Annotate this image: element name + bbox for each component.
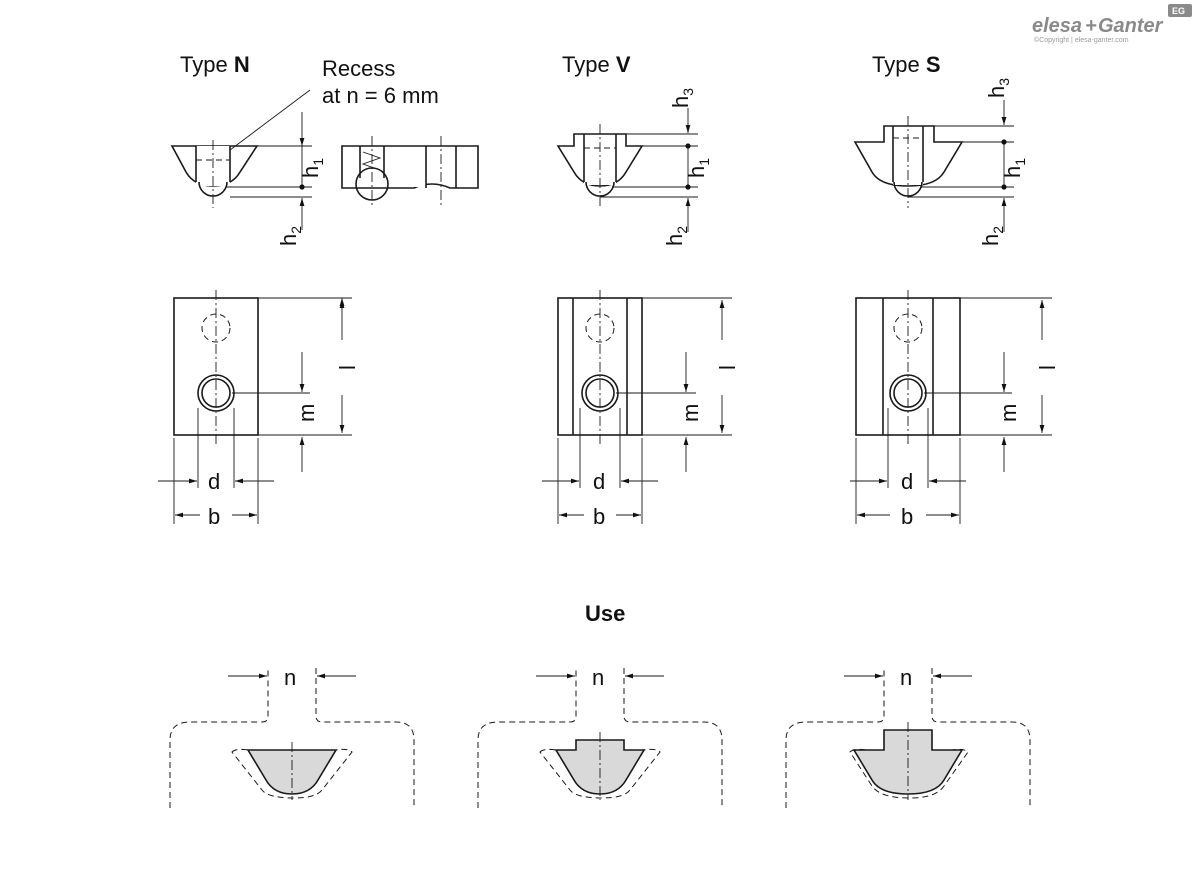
dim-d-type-s: d	[901, 469, 913, 494]
dim-d-type-v: d	[593, 469, 605, 494]
use-type-v: n	[477, 665, 723, 808]
dim-d-type-n: d	[208, 469, 220, 494]
logo-badge-text: EG	[1172, 6, 1185, 16]
copyright-text: ©Copyright | elesa-ganter.com	[1034, 36, 1129, 44]
svg-text:Type N: Type N	[180, 52, 250, 77]
svg-text:Type V: Type V	[562, 52, 631, 77]
dim-n-use-n: n	[284, 665, 296, 690]
type-n-side-section	[341, 136, 479, 206]
dim-h2-type-s: h2	[978, 226, 1006, 246]
type-v-plan: l m d b	[542, 290, 740, 529]
logo-badge	[1168, 4, 1192, 17]
dim-n-use-v: n	[592, 665, 604, 690]
recess-label: Recess	[322, 56, 395, 81]
logo-elesa: elesa	[1032, 15, 1082, 37]
dim-l-type-v: l	[715, 365, 740, 370]
dim-h3-type-v: h3	[668, 88, 696, 108]
type-n-section: h1 h2	[170, 112, 326, 246]
dim-b-type-v: b	[593, 504, 605, 529]
type-s-plan: l m d b	[850, 290, 1060, 529]
dim-b-type-s: b	[901, 504, 913, 529]
dim-h2-type-n: h2	[276, 226, 304, 246]
type-n-title: Type N	[180, 52, 250, 77]
logo-plus: +	[1085, 15, 1097, 37]
dim-n-use-s: n	[900, 665, 912, 690]
dim-l-type-s: l	[1035, 365, 1060, 370]
dim-l-type-n: l	[335, 365, 360, 370]
recess-value: at n = 6 mm	[322, 83, 439, 108]
dim-m-type-v: m	[678, 404, 703, 422]
recess-note: Recess at n = 6 mm	[229, 56, 439, 151]
type-n-plan: l m d b	[158, 290, 360, 529]
use-heading: Use	[585, 601, 625, 626]
type-s-section: h3 h1 h2	[853, 78, 1028, 246]
dim-b-type-n: b	[208, 504, 220, 529]
dim-h1-type-v: h1	[684, 158, 712, 178]
type-v-section: h3 h1 h2	[556, 88, 712, 246]
logo-ganter: Ganter	[1098, 15, 1164, 37]
dim-h3-type-s: h3	[984, 78, 1012, 98]
svg-text:Type S: Type S	[872, 52, 941, 77]
type-s-title: Type S	[872, 52, 941, 77]
type-v-title: Type V	[562, 52, 631, 77]
dim-m-type-s: m	[996, 404, 1021, 422]
dim-h1-type-n: h1	[298, 158, 326, 178]
brand-logo: elesa + Ganter EG ©Copyright | elesa-gan…	[1032, 4, 1192, 44]
use-type-s: n	[785, 665, 1031, 808]
dim-h1-type-s: h1	[1000, 158, 1028, 178]
dim-h2-type-v: h2	[662, 226, 690, 246]
use-type-n: n	[169, 665, 415, 808]
dim-m-type-n: m	[294, 404, 319, 422]
